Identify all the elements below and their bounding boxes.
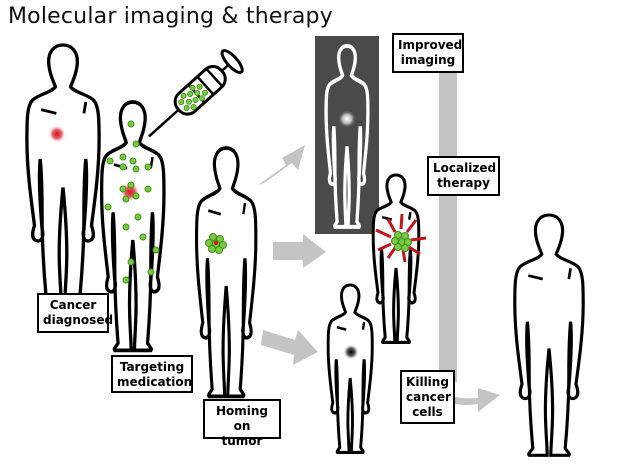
label-killing-cancer-cells: Killing cancer cells: [400, 370, 455, 424]
vertical-flow-bar: [439, 72, 457, 382]
attack-arrows-icon: [375, 213, 427, 263]
label-improved-imaging: Improved imaging: [392, 33, 464, 73]
label-line: cells: [412, 405, 443, 419]
arrow-to-killing: [261, 330, 318, 365]
label-homing-on-tumor: Homing on tumor: [203, 399, 281, 448]
label-line: diagnosed: [43, 313, 114, 327]
label-line: tumor: [221, 434, 263, 448]
tumor-spot-dark: [343, 344, 359, 360]
drug-cluster-therapy: [391, 231, 412, 252]
syringe-icon: [148, 49, 244, 138]
arrow-to-imaging: [258, 145, 305, 185]
label-line: Cancer: [49, 298, 97, 312]
label-line: medication: [117, 375, 193, 389]
drug-particles-body: [104, 120, 160, 284]
label-line: Localized: [433, 161, 497, 175]
label-line: Targeting: [119, 360, 185, 374]
page-title: Molecular imaging & therapy: [8, 4, 333, 29]
flow-arrows: [258, 72, 500, 412]
label-line: imaging: [400, 53, 456, 67]
label-line: therapy: [437, 176, 490, 190]
tumor-spot-imaged: [338, 110, 356, 128]
arrow-to-therapy: [273, 234, 326, 268]
label-localized-therapy: Localized therapy: [427, 156, 500, 196]
label-cancer-diagnosed: Cancer diagnosed: [37, 293, 114, 333]
label-line: cancer: [406, 390, 451, 404]
label-targeting-medication: Targeting medication: [111, 355, 193, 393]
tumor-spot-diagnosed: [48, 125, 66, 143]
imaging-scan-panel: [315, 36, 379, 234]
drug-cluster-homing: [205, 233, 227, 254]
label-line: Killing: [406, 375, 449, 389]
label-line: Homing on: [215, 404, 269, 433]
label-line: Improved: [398, 38, 463, 52]
